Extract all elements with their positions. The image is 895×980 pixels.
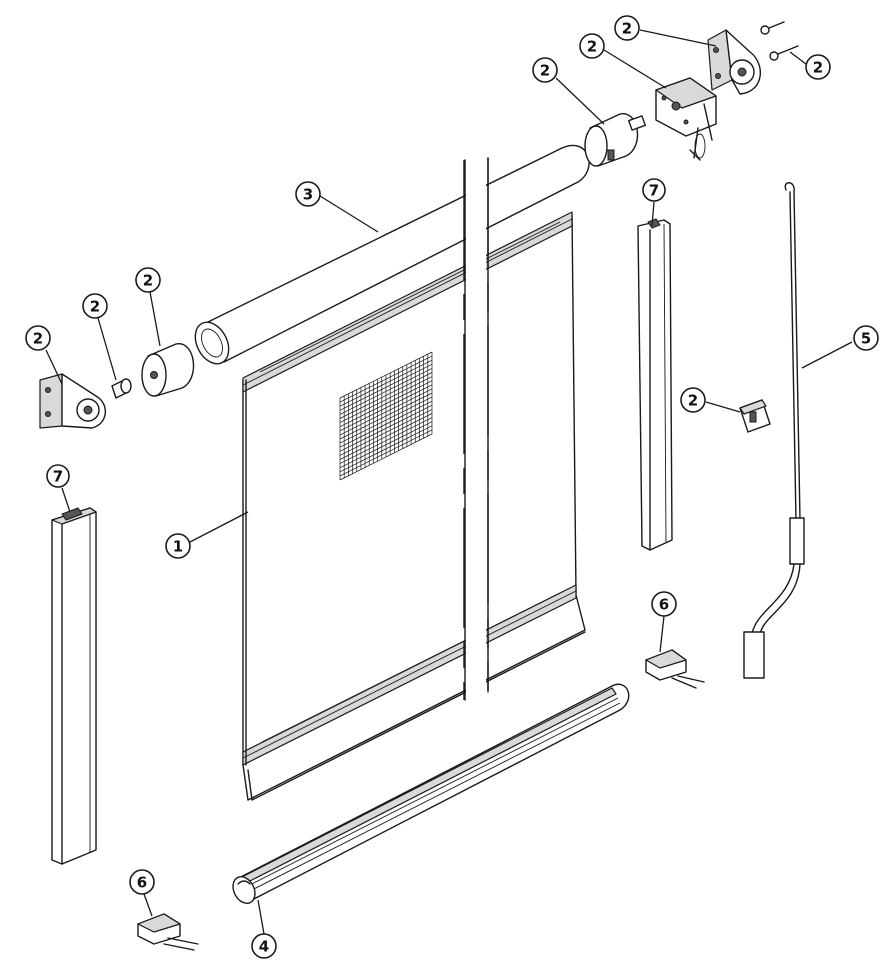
mesh-line xyxy=(339,388,433,436)
callout-2-bracket-top-right: 2 xyxy=(614,15,640,41)
callout-2-clip: 2 xyxy=(680,387,706,413)
mesh-line xyxy=(339,417,433,464)
mesh-line xyxy=(339,380,433,428)
mesh-line xyxy=(339,425,433,473)
bottom-bar xyxy=(232,683,630,904)
right-guide-rail xyxy=(637,218,673,551)
svg-text:4: 4 xyxy=(259,938,269,956)
mesh-line xyxy=(339,413,433,460)
callout-2-end-cap: 2 xyxy=(135,267,161,293)
svg-text:2: 2 xyxy=(813,59,823,77)
end-cap xyxy=(141,343,195,397)
mesh-line xyxy=(339,351,433,399)
mesh-line xyxy=(339,433,433,481)
svg-text:7: 7 xyxy=(53,468,63,486)
mesh-line xyxy=(339,421,433,469)
mesh-line xyxy=(339,359,433,407)
mesh-line xyxy=(339,392,433,440)
left-bracket xyxy=(39,373,106,429)
svg-text:6: 6 xyxy=(659,596,669,614)
callout-2-bracket-left: 2 xyxy=(25,325,51,351)
callout-2-pin: 2 xyxy=(82,293,108,319)
callout-6-bottom-right: 6 xyxy=(651,591,677,617)
mesh-line xyxy=(339,404,433,452)
svg-text:7: 7 xyxy=(649,182,659,200)
mesh-line xyxy=(339,363,433,411)
mesh-line xyxy=(339,396,433,444)
mesh-line xyxy=(339,384,433,432)
mesh-line xyxy=(339,355,433,403)
svg-text:2: 2 xyxy=(33,330,43,348)
svg-text:2: 2 xyxy=(622,20,632,38)
svg-text:6: 6 xyxy=(137,874,147,892)
clip xyxy=(739,399,771,433)
leader-lines xyxy=(45,29,853,935)
screws xyxy=(760,21,799,61)
screen-fabric xyxy=(242,211,586,801)
svg-text:2: 2 xyxy=(587,38,597,56)
svg-text:2: 2 xyxy=(90,298,100,316)
callout-2-drive-plug: 2 xyxy=(532,57,558,83)
mesh-line xyxy=(339,400,433,448)
svg-text:5: 5 xyxy=(861,330,871,348)
callout-3-roller-tube: 3 xyxy=(295,181,321,207)
callout-5-crank-rod: 5 xyxy=(853,325,879,351)
mesh-line xyxy=(339,409,433,456)
left-guide-rail xyxy=(51,507,97,865)
svg-text:2: 2 xyxy=(688,392,698,410)
callout-4-bottom-bar: 4 xyxy=(251,933,277,959)
callouts: 2 2 2 2 3 7 2 2 xyxy=(25,15,879,959)
svg-text:2: 2 xyxy=(143,272,153,290)
bracket-top-right xyxy=(707,29,762,95)
mesh-line xyxy=(339,429,433,477)
svg-text:1: 1 xyxy=(173,538,183,556)
crank-rod xyxy=(743,182,805,679)
svg-text:2: 2 xyxy=(540,62,550,80)
bottom-clip-right xyxy=(645,649,705,689)
callout-7-right-guide: 7 xyxy=(642,178,666,202)
callout-6-bottom-left: 6 xyxy=(129,869,155,895)
pin xyxy=(111,378,132,399)
svg-text:3: 3 xyxy=(303,186,313,204)
callout-1-screen-fabric: 1 xyxy=(165,533,191,559)
mesh-detail xyxy=(339,351,433,481)
break-lines xyxy=(463,157,489,701)
callout-2-chain-drive: 2 xyxy=(579,33,605,59)
mesh-line xyxy=(339,368,433,415)
callout-7-left-guide: 7 xyxy=(46,464,70,488)
chain-drive xyxy=(655,77,717,161)
bottom-clip-left xyxy=(137,913,199,951)
callout-2-screw-top-right: 2 xyxy=(805,54,831,80)
mesh-line xyxy=(339,372,433,419)
drive-plug xyxy=(584,113,646,167)
mesh-line xyxy=(339,376,433,423)
